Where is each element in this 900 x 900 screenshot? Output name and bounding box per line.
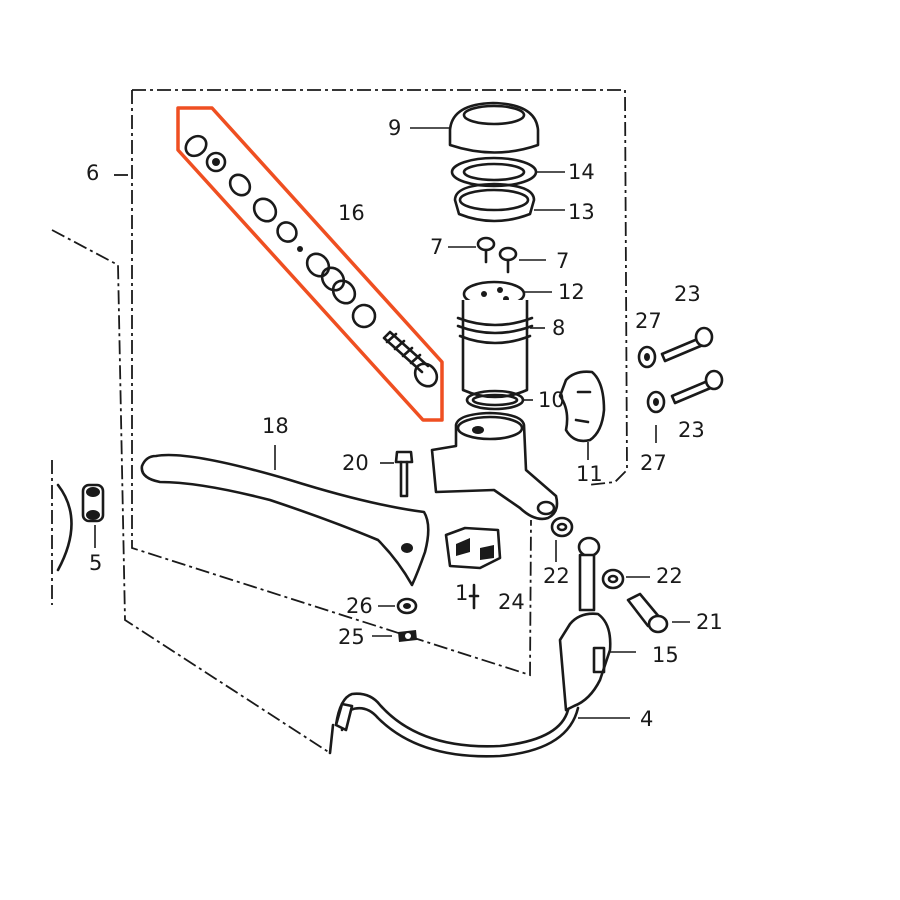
part-label-21: 21 <box>696 610 723 634</box>
part-label-23a: 23 <box>674 282 701 306</box>
part-label-27a: 27 <box>635 309 662 333</box>
part-label-27b: 27 <box>640 451 667 475</box>
handlebar-outline <box>51 229 335 755</box>
part-label-14: 14 <box>568 160 595 184</box>
part-label-25: 25 <box>338 625 365 649</box>
plate-part-14 <box>450 156 565 188</box>
part-label-20: 20 <box>342 451 369 475</box>
part-label-12: 12 <box>558 280 585 304</box>
screws-part-7 <box>448 236 546 274</box>
part-label-18: 18 <box>262 414 289 438</box>
part-label-9: 9 <box>388 116 401 140</box>
part-label-15: 15 <box>652 643 679 667</box>
switch-part-24 <box>444 526 502 610</box>
part-label-23b: 23 <box>678 418 705 442</box>
piston-kit-part-16 <box>184 134 439 388</box>
o-ring-part-10 <box>465 389 533 411</box>
lever-part-18 <box>140 445 430 587</box>
part-label-16: 16 <box>338 201 365 225</box>
pivot-bolt-part-20 <box>380 450 414 498</box>
master-cylinder-body <box>430 411 559 521</box>
part-label-22a: 22 <box>543 564 570 588</box>
part-label-11: 11 <box>576 462 603 486</box>
part-label-6: 6 <box>86 161 99 185</box>
part-labels: 6 5 16 9 14 13 7 7 12 8 10 11 23 27 23 2… <box>86 116 723 731</box>
washers-part-27 <box>637 345 666 443</box>
assembly-boundary <box>110 89 628 677</box>
diaphragm-part-13 <box>453 182 565 223</box>
hose-part-4 <box>334 553 636 758</box>
part-label-22b: 22 <box>656 564 683 588</box>
part-label-7b: 7 <box>556 249 569 273</box>
reservoir-cap-part-9 <box>410 101 540 154</box>
part-label-26: 26 <box>346 594 373 618</box>
grommet-part-5 <box>81 483 105 548</box>
banjo-bolt-part-21 <box>626 592 690 634</box>
boot-part-11 <box>558 370 606 460</box>
bolts-part-23 <box>660 326 724 405</box>
part-label-4: 4 <box>640 707 653 731</box>
part-label-10: 10 <box>538 388 565 412</box>
nut-parts-25-26 <box>372 597 418 642</box>
highlight-outline-part-16 <box>176 106 444 422</box>
part-label-24-prefix: 1 <box>455 581 468 605</box>
part-label-13: 13 <box>568 200 595 224</box>
part-label-8: 8 <box>552 316 565 340</box>
part-label-5: 5 <box>89 551 102 575</box>
reservoir-body-part-8 <box>456 300 545 399</box>
part-label-24: 24 <box>498 590 525 614</box>
part-label-7a: 7 <box>430 235 443 259</box>
